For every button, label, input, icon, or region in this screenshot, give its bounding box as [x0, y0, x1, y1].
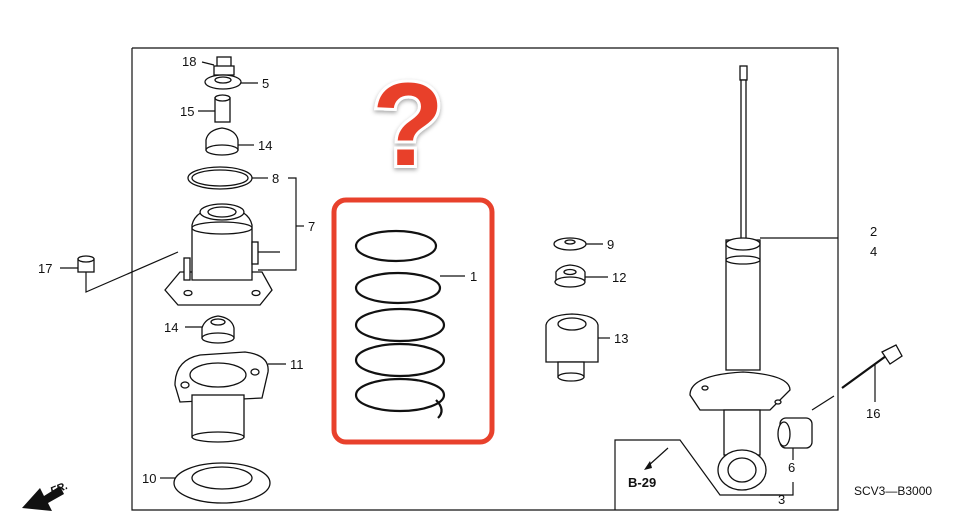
callout-5: 5 — [262, 76, 269, 91]
part-code: SCV3—B3000 — [854, 484, 932, 498]
part-6-bushing — [777, 395, 835, 460]
front-direction-arrow — [22, 486, 64, 511]
callout-4: 4 — [870, 244, 877, 259]
callout-14-upper: 14 — [258, 138, 272, 153]
callout-12: 12 — [612, 270, 626, 285]
part-14-upper-bushing — [205, 127, 254, 156]
b29-arrowhead — [644, 461, 652, 470]
b29-arrow-shaft — [647, 447, 669, 467]
spring-highlight-box — [331, 197, 495, 445]
part-2-4-shock-absorber — [689, 65, 838, 491]
callout-15: 15 — [180, 104, 194, 119]
part-12-bushing — [554, 264, 608, 288]
b29-leader — [614, 439, 780, 510]
callout-7: 7 — [308, 219, 315, 234]
part-15-collar — [198, 94, 231, 123]
part-5-washer — [204, 74, 258, 90]
callout-18: 18 — [182, 54, 196, 69]
callout-13: 13 — [614, 331, 628, 346]
callout-1: 1 — [470, 269, 477, 284]
diagram-frame — [131, 47, 839, 511]
part-16-bolt — [841, 344, 903, 402]
part-1-coil-spring — [354, 229, 465, 419]
part-7-upper-mount — [164, 203, 280, 306]
part-10-rubber-seat — [160, 462, 271, 504]
callout-2: 2 — [870, 224, 877, 239]
part-7-bracket — [258, 177, 297, 271]
callout-16: 16 — [866, 406, 880, 421]
reference-b29: B-29 — [628, 475, 656, 490]
question-mark: ? — [372, 59, 444, 191]
part-18-nut — [201, 56, 235, 76]
callout-6: 6 — [788, 460, 795, 475]
part-9-washer — [553, 237, 603, 251]
callout-17: 17 — [38, 261, 52, 276]
callout-11: 11 — [290, 357, 304, 372]
part-14-lower-bushing — [185, 315, 235, 344]
callout-14-lower: 14 — [164, 320, 178, 335]
callout-10: 10 — [142, 471, 156, 486]
part-11-spring-seat — [174, 351, 286, 443]
callout-8: 8 — [272, 171, 279, 186]
part-13-bump-stop — [545, 313, 610, 382]
callout-9: 9 — [607, 237, 614, 252]
part-3-bracket — [760, 482, 794, 496]
part-8-seal-ring — [187, 166, 268, 190]
callout-3: 3 — [778, 492, 785, 507]
part-17-nut — [60, 251, 179, 293]
front-mark-label: FR. — [49, 480, 70, 498]
